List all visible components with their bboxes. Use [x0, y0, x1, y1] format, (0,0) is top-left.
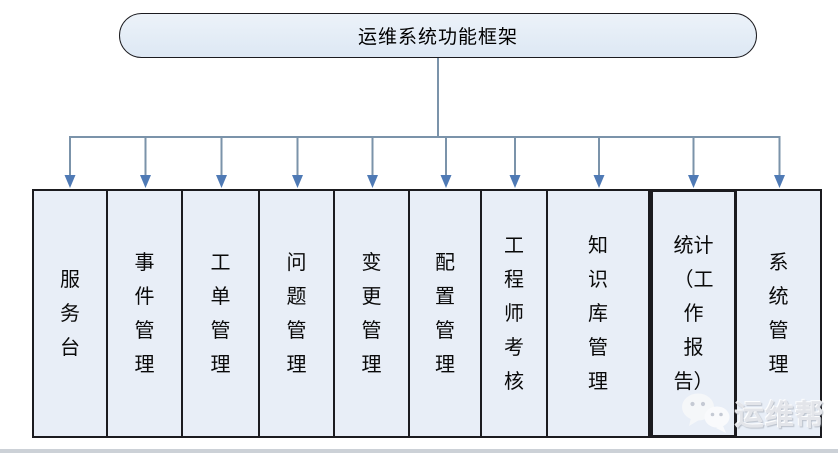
box-label: 工 程 师 考 核	[504, 234, 524, 393]
connector-stems	[69, 58, 781, 177]
box-label: 服 务 台	[60, 268, 80, 359]
box-label: 变 更 管 理	[361, 251, 382, 376]
box-change-mgmt: 变 更 管 理	[335, 189, 410, 438]
box-engineer-assessment: 工 程 师 考 核	[482, 189, 548, 438]
box-label: 知 识 库 管 理	[588, 234, 608, 393]
box-label: 问 题 管 理	[286, 251, 307, 376]
box-statistics-report: 统计 （工 作 报 告）	[650, 189, 737, 438]
box-service-desk: 服 务 台	[32, 189, 108, 438]
box-label: 系 统 管 理	[768, 251, 789, 376]
bottom-divider	[0, 449, 838, 453]
box-problem-mgmt: 问 题 管 理	[260, 189, 335, 438]
box-incident-mgmt: 事 件 管 理	[108, 189, 183, 438]
box-system-mgmt: 系 统 管 理	[737, 189, 822, 438]
box-label: 工 单 管 理	[210, 251, 231, 376]
root-node: 运维系统功能框架	[119, 13, 757, 58]
box-config-mgmt: 配 置 管 理	[410, 189, 482, 438]
root-node-label: 运维系统功能框架	[357, 27, 518, 48]
box-label: 统计 （工 作 报 告）	[673, 234, 714, 393]
arrowhead-icons	[64, 175, 785, 188]
box-ticket-mgmt: 工 单 管 理	[183, 189, 260, 438]
box-label: 配 置 管 理	[435, 251, 455, 376]
box-label: 事 件 管 理	[134, 251, 155, 376]
box-knowledge-base-mgmt: 知 识 库 管 理	[548, 189, 650, 438]
